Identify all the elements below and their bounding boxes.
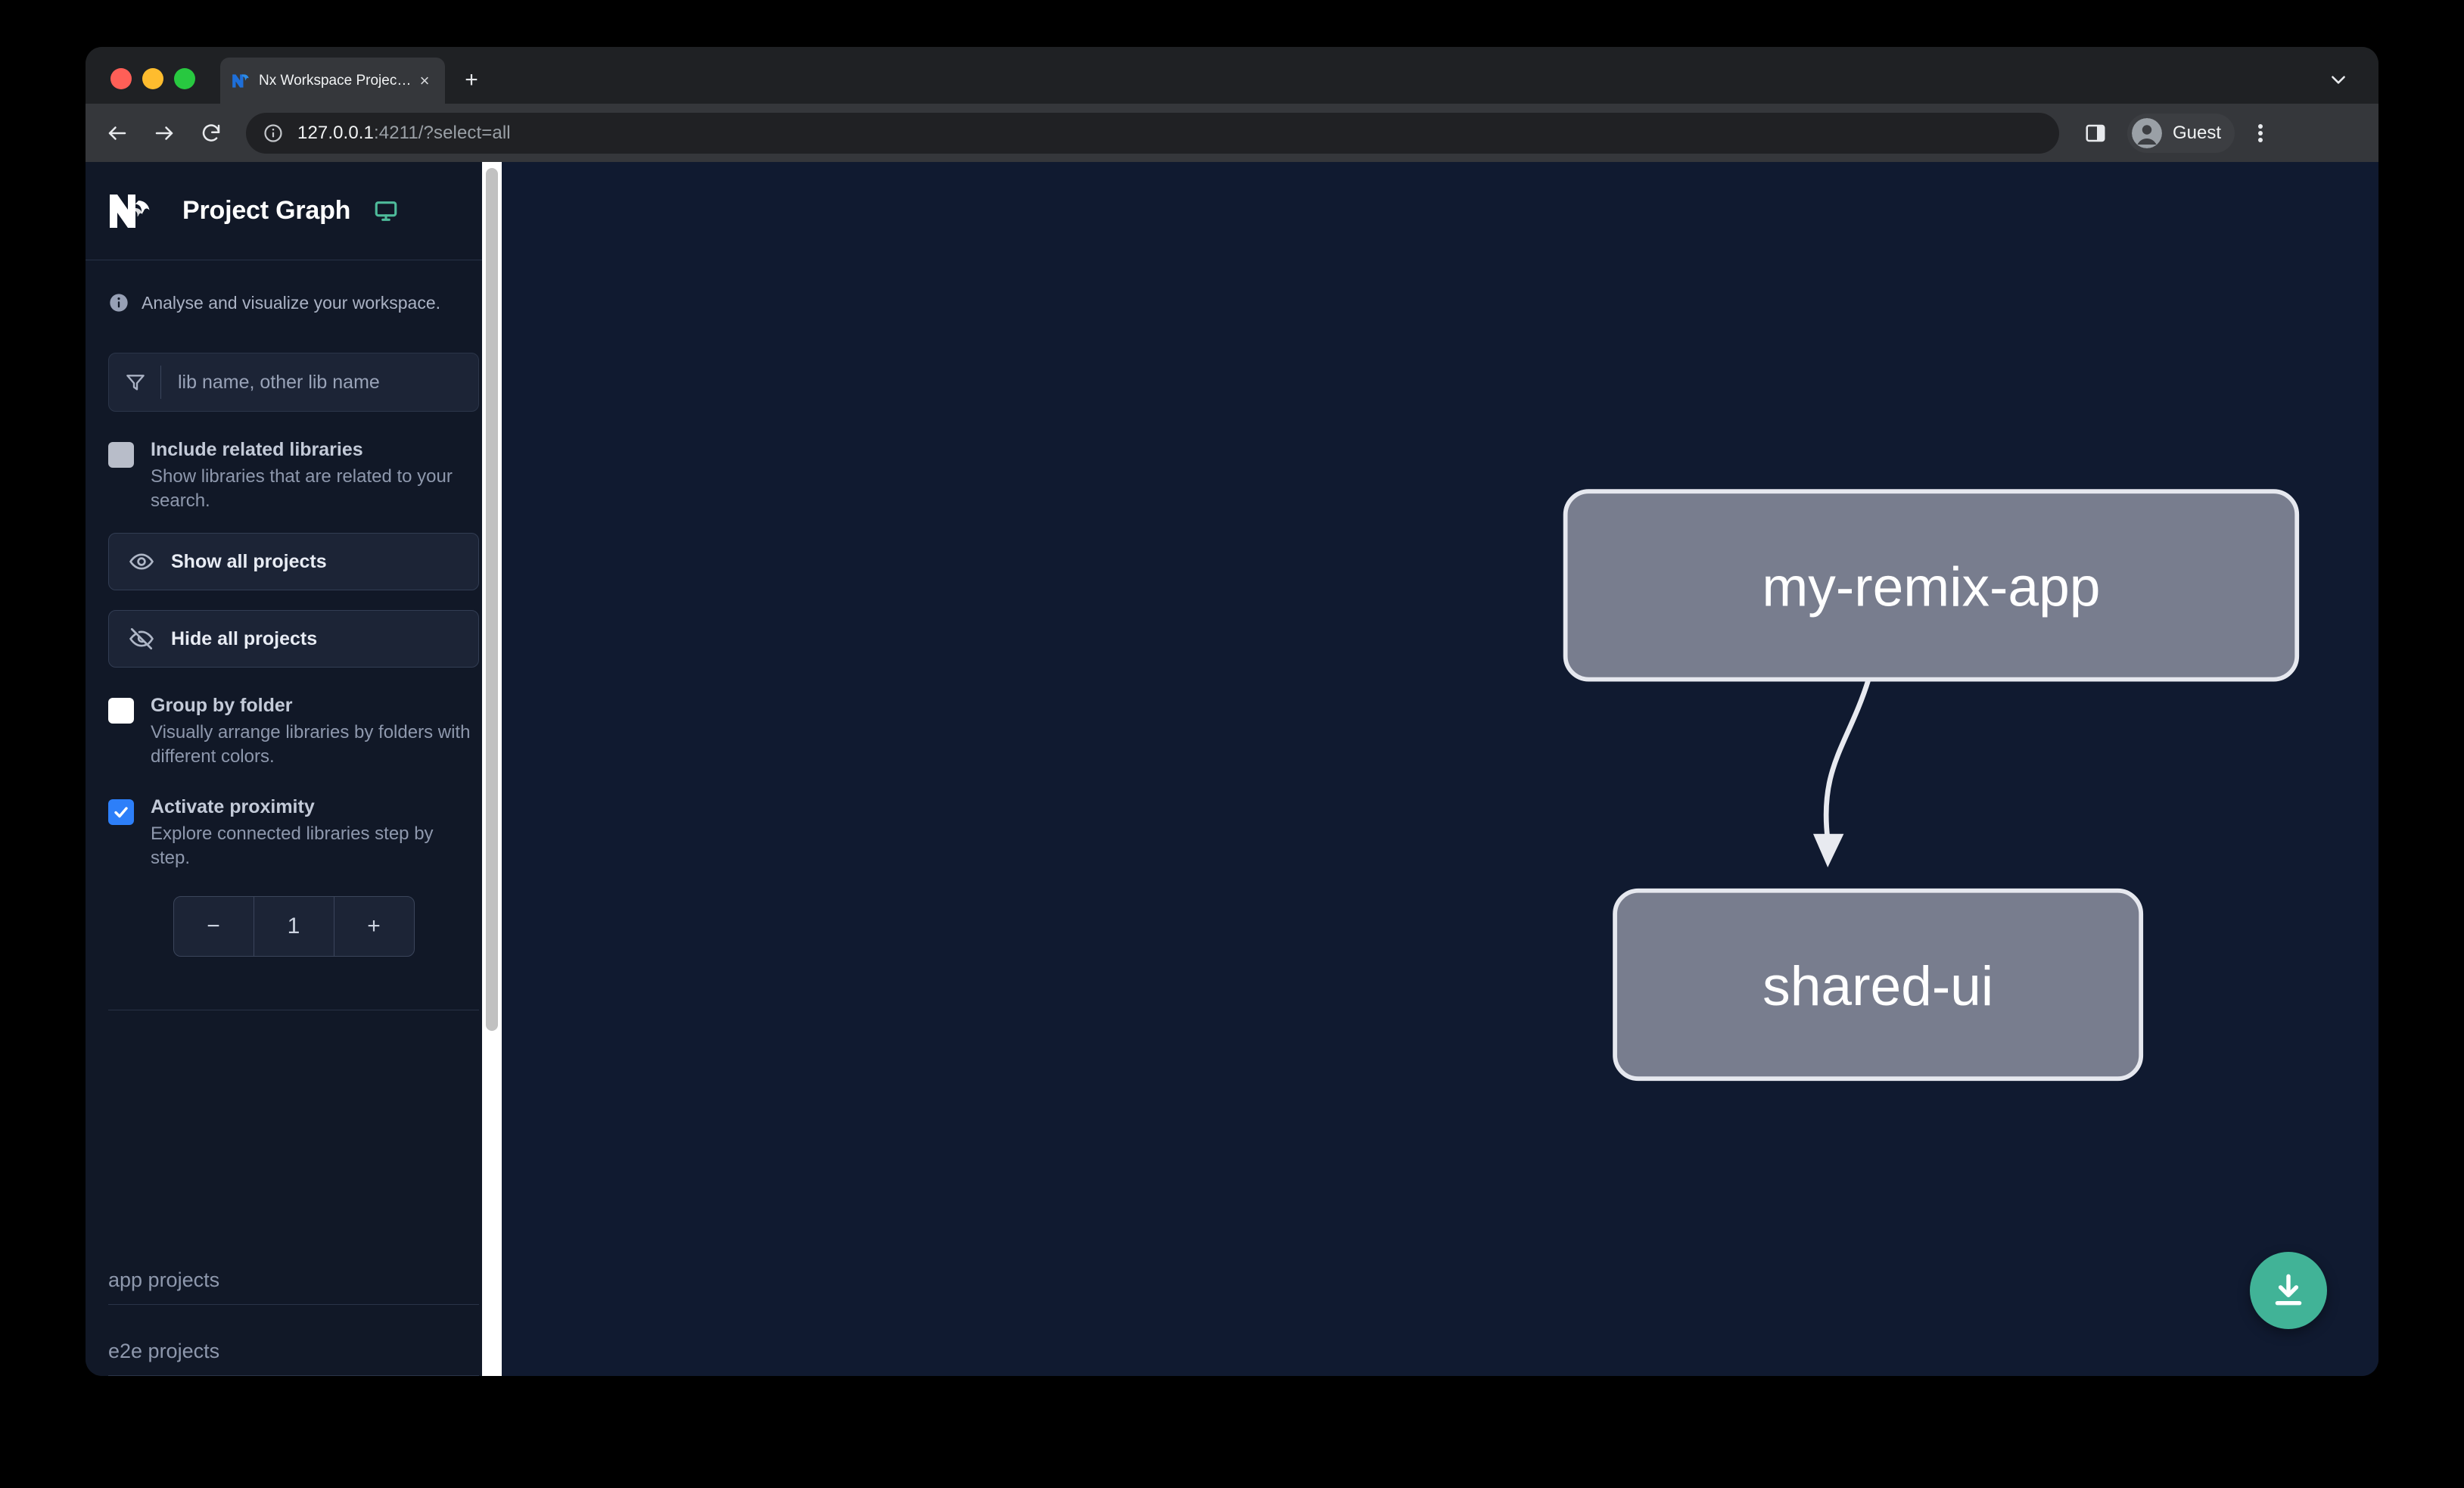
project-graph-svg: my-remix-app shared-ui [1563, 489, 2300, 1082]
download-graph-button[interactable] [2250, 1252, 2327, 1329]
checkbox-description: Show libraries that are related to your … [151, 465, 453, 511]
stepper-decrement-button[interactable]: − [207, 914, 220, 939]
forward-arrow-icon[interactable] [149, 118, 179, 148]
project-group-label: e2e projects [108, 1340, 220, 1362]
reload-icon[interactable] [196, 118, 226, 148]
desktop-monitor-icon[interactable] [373, 198, 399, 224]
window-close-button[interactable] [110, 68, 132, 89]
group-divider [108, 1375, 479, 1376]
proximity-stepper: − 1 + [173, 896, 415, 957]
graph-edge-my-remix-app-to-shared-ui[interactable] [1812, 678, 1871, 867]
filter-funnel-icon [126, 375, 145, 391]
checkmark-icon [114, 807, 128, 818]
group-divider [108, 1304, 479, 1305]
sidebar-subtitle: Analyse and visualize your workspace. [142, 292, 441, 313]
checkbox-description: Visually arrange libraries by folders wi… [151, 721, 471, 767]
checkbox-label: Group by folder [151, 695, 293, 717]
sidebar: Project Graph Analyse and visualize your… [86, 162, 502, 1376]
tab-title: Nx Workspace Project Graph [259, 72, 415, 89]
person-avatar-icon [2132, 117, 2162, 148]
checkbox-include-related-libraries[interactable] [108, 442, 134, 468]
address-bar[interactable]: 127.0.0.1:4211/?select=all [246, 112, 2059, 154]
sidebar-scrollbar[interactable] [482, 162, 502, 1376]
tab-strip: Nx Workspace Project Graph × + [86, 47, 2378, 104]
three-dots-vertical-icon[interactable] [2245, 114, 2276, 152]
browser-toolbar: 127.0.0.1:4211/?select=all Guest [86, 104, 2378, 162]
checkbox-label: Include related libraries [151, 439, 363, 460]
checkbox-row-include-related-libraries[interactable]: Include related libraries Show libraries… [108, 439, 479, 513]
project-group-app[interactable]: app projects [108, 1234, 479, 1305]
checkbox-description: Explore connected libraries step by step… [151, 823, 434, 869]
chevron-down-icon[interactable] [2326, 67, 2351, 92]
address-bar-url: 127.0.0.1:4211/?select=all [297, 123, 511, 144]
checkbox-label: Activate proximity [151, 796, 315, 818]
url-path: :4211/?select=all [374, 122, 511, 143]
graph-node-my-remix-app[interactable]: my-remix-app [1563, 489, 2300, 682]
checkbox-activate-proximity[interactable] [108, 799, 134, 826]
project-groups: app projects e2e projects [86, 1234, 502, 1376]
tab-close-icon[interactable]: × [419, 70, 430, 90]
browser-tab[interactable]: Nx Workspace Project Graph × [220, 58, 445, 104]
button-label: Show all projects [171, 550, 327, 572]
profile-name: Guest [2173, 122, 2222, 143]
button-label: Hide all projects [171, 627, 318, 649]
graph-node-label: my-remix-app [1762, 556, 2100, 618]
project-graph-canvas[interactable]: my-remix-app shared-ui [502, 162, 2378, 1376]
checkbox-group-by-folder[interactable] [108, 698, 134, 724]
eye-icon [129, 553, 154, 570]
sidebar-header: Project Graph [86, 162, 502, 260]
filter-search-box[interactable] [108, 353, 479, 412]
stepper-increment-button[interactable]: + [333, 897, 414, 957]
arrowhead-icon [1812, 833, 1844, 867]
side-panel-icon[interactable] [2080, 118, 2111, 148]
stepper-value: 1 [253, 897, 334, 957]
graph-node-label: shared-ui [1762, 955, 1993, 1017]
nx-logo-icon [110, 194, 150, 228]
sidebar-subtitle-row: Analyse and visualize your workspace. [86, 260, 502, 313]
url-host: 127.0.0.1 [297, 122, 374, 143]
page-content: Project Graph Analyse and visualize your… [86, 162, 2378, 1376]
show-all-projects-button[interactable]: Show all projects [108, 533, 479, 591]
info-circle-icon [110, 294, 128, 312]
project-group-label: app projects [108, 1269, 220, 1291]
download-icon [2275, 1274, 2302, 1306]
new-tab-button[interactable]: + [465, 67, 478, 92]
search-input[interactable] [161, 370, 478, 394]
filter-divider [160, 366, 161, 399]
scrollbar-thumb[interactable] [486, 168, 498, 1031]
sidebar-controls: Include related libraries Show libraries… [86, 313, 502, 1234]
back-arrow-icon[interactable] [102, 118, 132, 148]
hide-all-projects-button[interactable]: Hide all projects [108, 610, 479, 668]
graph-node-shared-ui[interactable]: shared-ui [1613, 888, 2144, 1082]
profile-chip[interactable]: Guest [2127, 113, 2235, 153]
page-title: Project Graph [182, 196, 351, 225]
browser-window: Nx Workspace Project Graph × + [86, 47, 2378, 1376]
checkbox-row-activate-proximity[interactable]: Activate proximity Explore connected lib… [108, 796, 479, 870]
nx-logo-icon [232, 73, 249, 88]
window-maximize-button[interactable] [174, 68, 195, 89]
info-circle-icon[interactable] [263, 123, 284, 144]
eye-off-icon [129, 627, 154, 650]
window-minimize-button[interactable] [142, 68, 163, 89]
project-group-e2e[interactable]: e2e projects [108, 1305, 479, 1376]
checkbox-row-group-by-folder[interactable]: Group by folder Visually arrange librari… [108, 695, 479, 769]
